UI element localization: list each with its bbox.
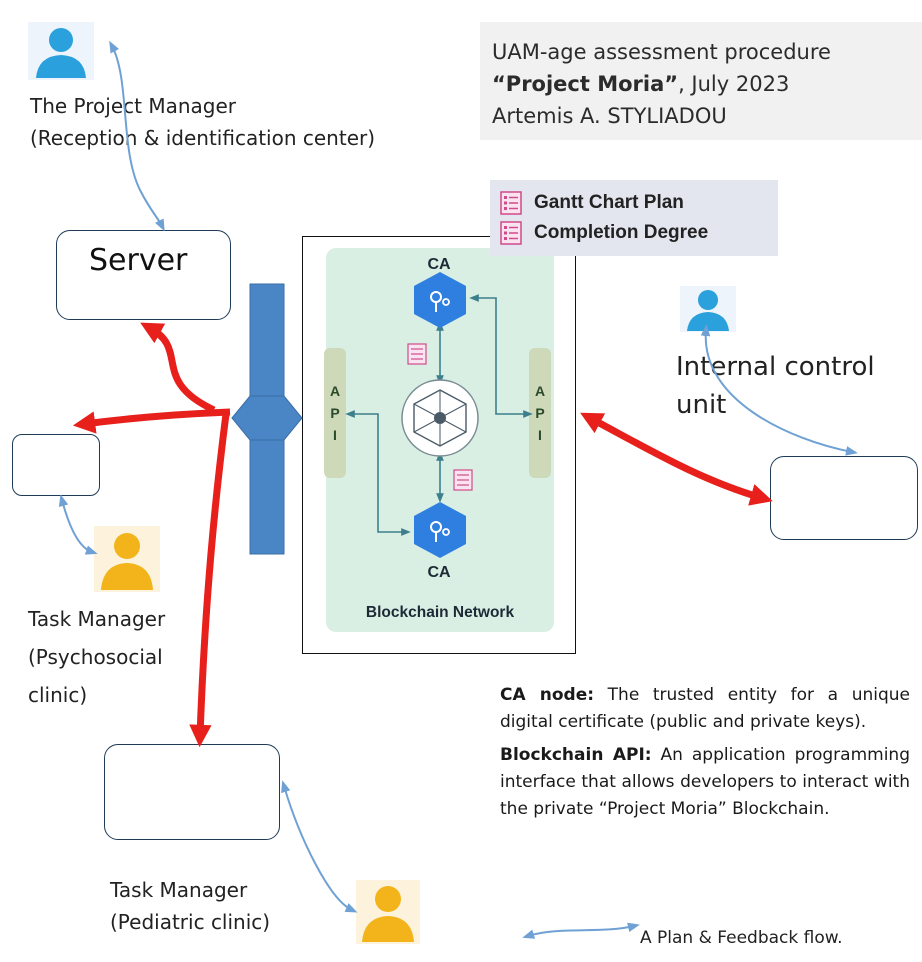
project-name: “Project Moria” [492,72,679,96]
ca-node-definition: CA node: The trusted entity for a unique… [500,685,910,732]
project-date: , July 2023 [678,72,790,96]
checklist-icon [500,221,522,245]
pediatric-person-icon [356,880,420,944]
blockchain-core-icon [401,379,479,457]
title-box: UAM-age assessment procedure “Project Mo… [480,22,922,140]
completion-checklist-icon [453,469,473,491]
ca-top-label: CA [427,256,451,273]
flow-internal-control [700,324,858,456]
blockchain-api-definition: Blockchain API: An application programmi… [500,745,910,819]
legend-gantt-row: Gantt Chart Plan [500,188,768,218]
connector-api-left-bottomca [345,410,411,536]
red-arrow-server [140,322,216,414]
flow-legend-sample-arrow [522,922,640,939]
flow-pediatric [281,780,358,913]
gantt-checklist-icon [407,343,427,365]
ca-bottom-label: CA [427,564,451,581]
api-gateway-diamond [231,395,303,441]
title-line-1: UAM-age assessment procedure [492,40,831,64]
psychosocial-person-icon [94,526,160,592]
legend-gantt-label: Gantt Chart Plan [534,192,684,213]
info-panel: CA node: The trusted entity for a unique… [500,682,910,829]
api-right-bar: A P I [529,348,551,478]
ca-top-hexagon-icon [414,272,466,328]
task-manager-pediatric-label: Task Manager (Pediatric clinic) [110,878,271,934]
legend-completion-label: Completion Degree [534,222,709,243]
checklist-icon [500,191,522,215]
gantt-legend: Gantt Chart Plan Completion Degree [490,180,778,256]
title-line-2: “Project Moria”, July 2023 [492,68,922,100]
project-manager-label: The Project Manager (Reception & identif… [30,94,376,150]
flow-legend-label: A Plan & Feedback flow. [640,928,843,948]
author: Artemis A. STYLIADOU [492,104,727,128]
psychosocial-node-box [12,434,100,496]
red-arrow-pediatric [189,413,230,748]
project-manager-person-icon [28,22,94,80]
blockchain-network-label: Blockchain Network [365,604,515,621]
pediatric-node-box [104,744,280,840]
flow-psychosocial [58,494,98,555]
red-arrow-internal-control [580,412,773,506]
task-manager-psychosocial-label: Task Manager (Psychosocial clinic) [28,607,166,707]
internal-control-node-box [770,456,918,540]
api-left-bar: A P I [324,348,346,478]
ca-bottom-hexagon-icon [414,502,466,558]
server-box: Server [56,230,231,320]
server-label: Server [89,243,188,278]
red-arrow-psychosocial [72,408,231,434]
flow-project-manager-server [109,40,165,232]
legend-completion-row: Completion Degree [500,218,768,248]
connector-topca-api-right [469,294,533,418]
